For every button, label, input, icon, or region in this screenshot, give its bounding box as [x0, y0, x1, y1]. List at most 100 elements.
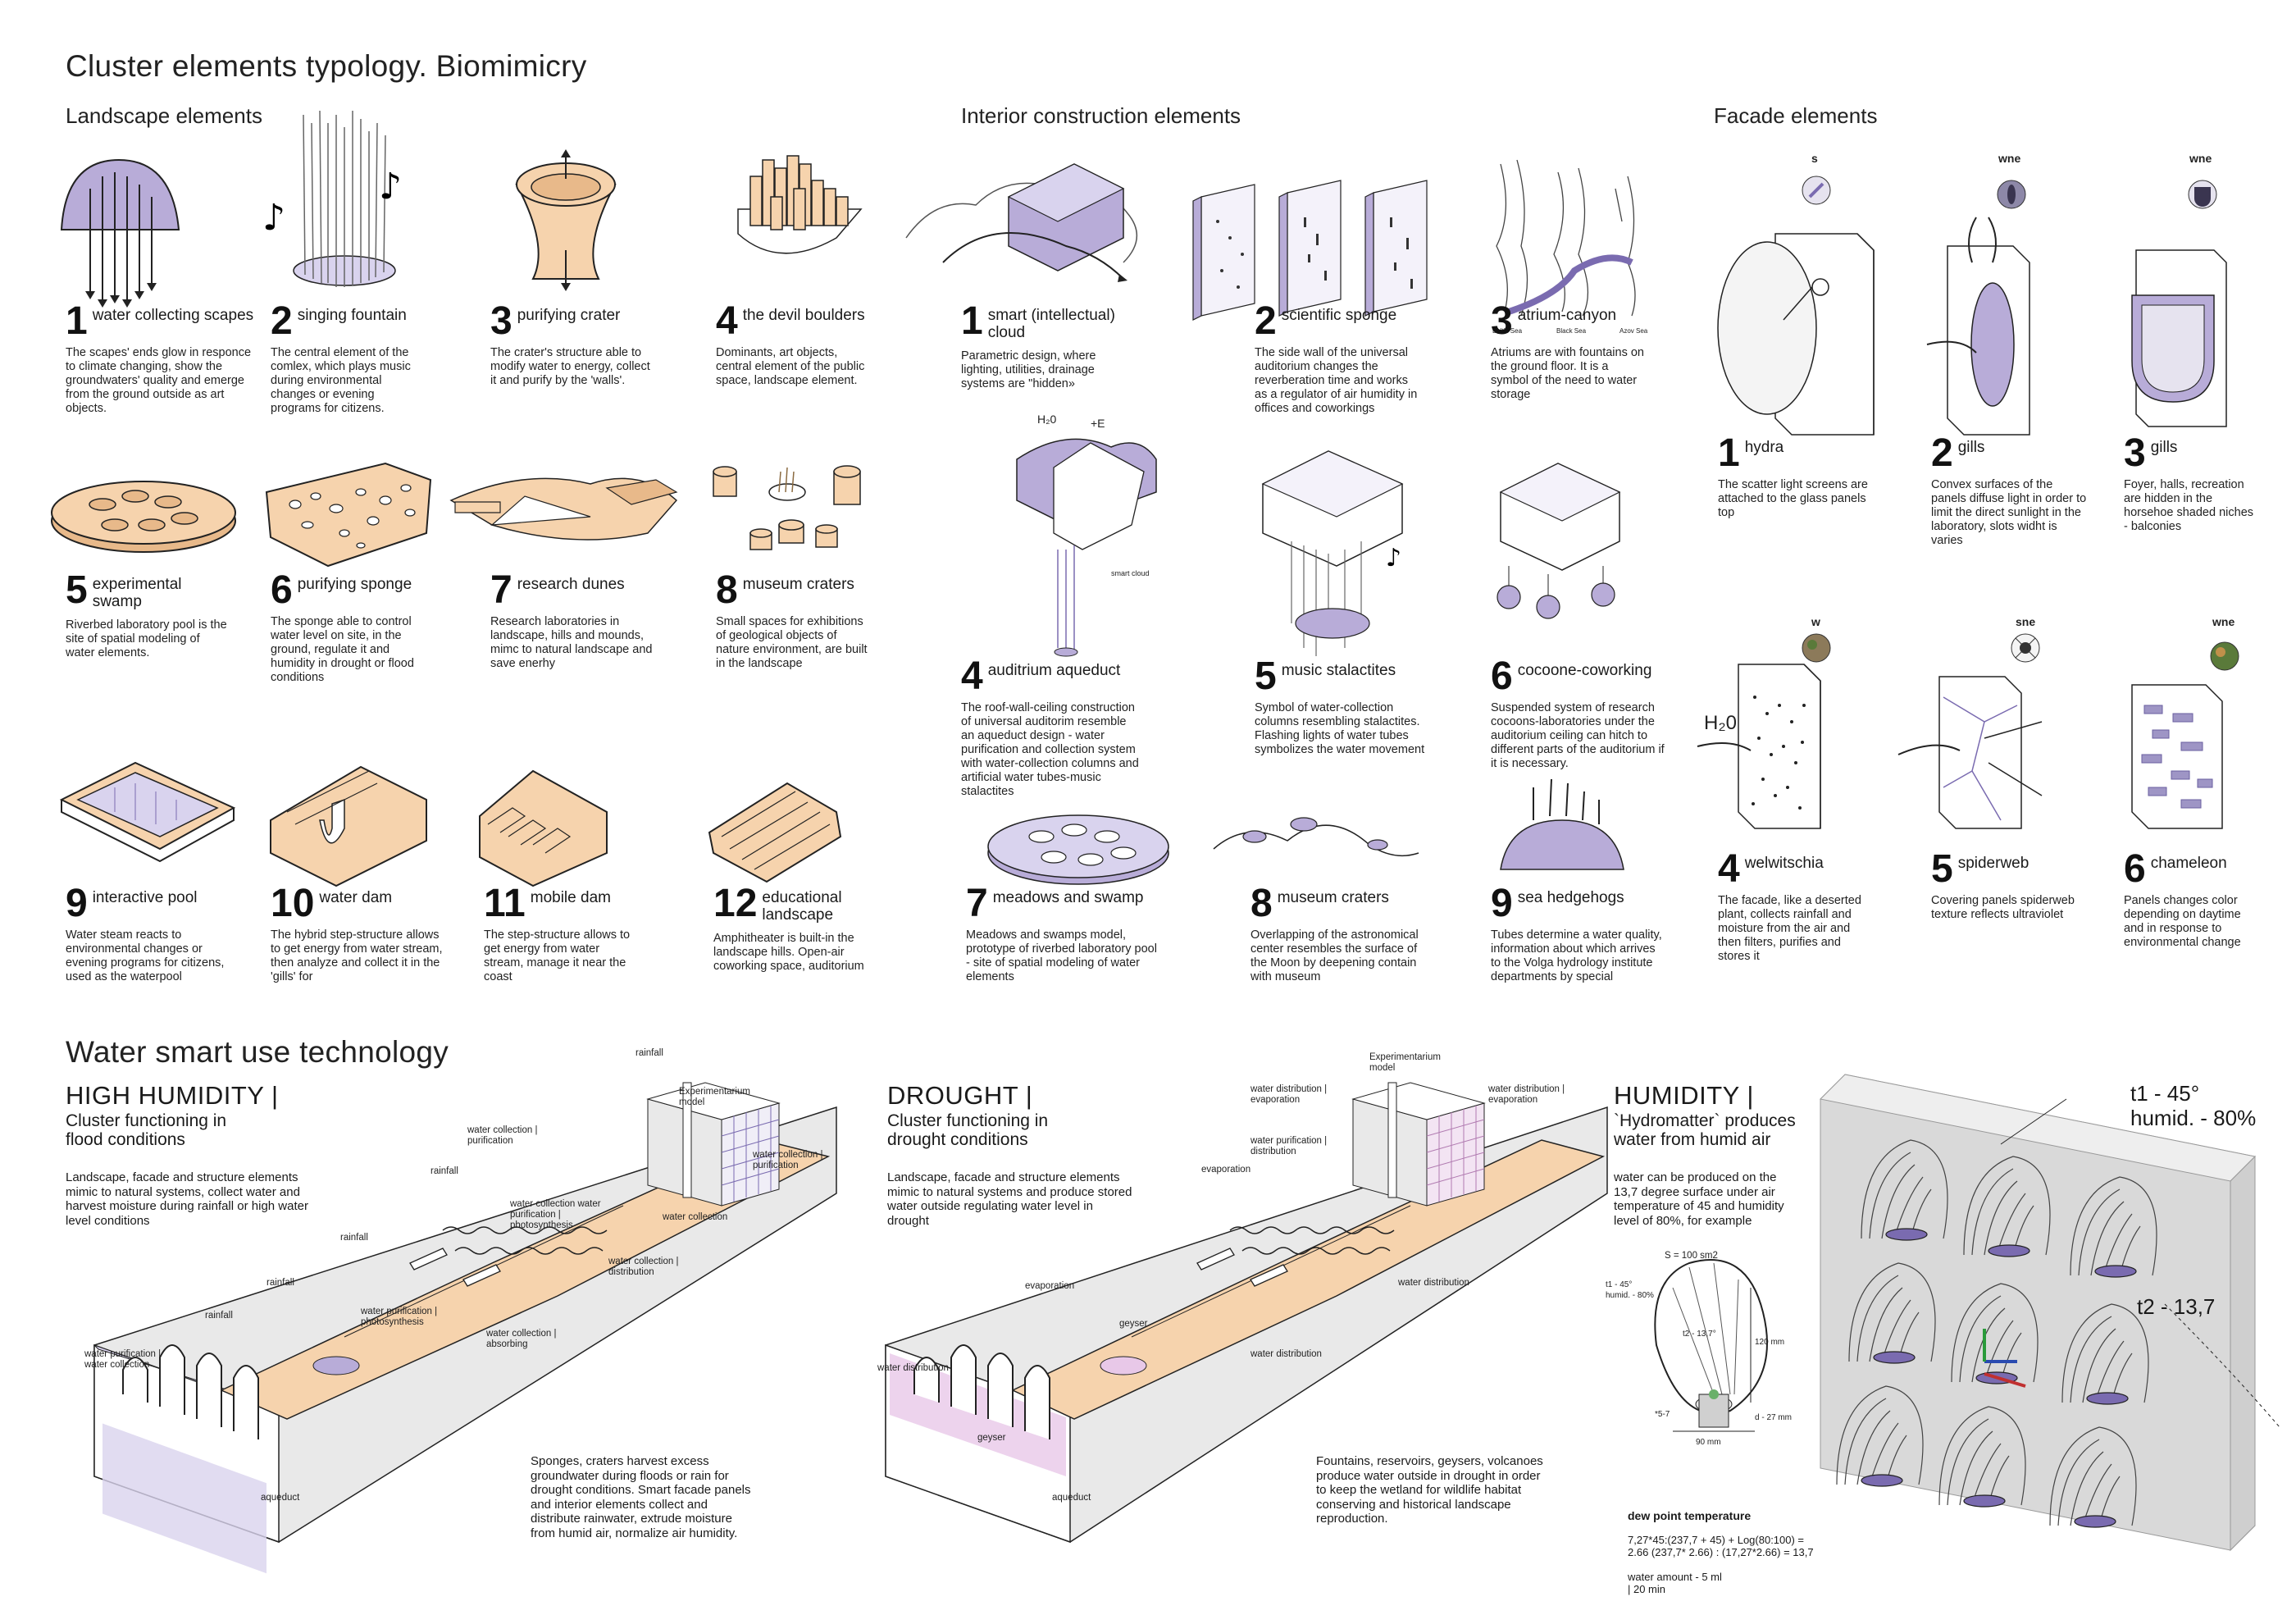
drought-subtitle: Cluster functioning in drought condition… — [887, 1111, 1049, 1149]
facade-item-3: 3 gills Foyer, halls, recreation are hid… — [2124, 434, 2255, 534]
direction-label-6: wne — [2212, 615, 2235, 628]
item-title: mobile dam — [530, 889, 611, 906]
direction-icon-1 — [1802, 176, 1831, 205]
landscape-item-7: 7 research dunes Research laboratories i… — [490, 568, 654, 671]
illus-horseshoe-niche — [2131, 249, 2227, 427]
landscape-item-8: 8 museum craters Small spaces for exhibi… — [716, 568, 872, 671]
item-title: auditrium aqueduct — [987, 662, 1121, 679]
item-title: water collecting scapes — [92, 307, 254, 324]
label-geyser-2: geyser — [977, 1433, 1006, 1443]
item-number: 2 — [1931, 431, 1953, 475]
item-number: 7 — [490, 568, 512, 612]
section-landscape-title: Landscape elements — [66, 103, 262, 128]
item-title: singing fountain — [297, 307, 407, 324]
interior-item-4: 4 auditrium aqueduct The roof-wall-ceili… — [961, 655, 1141, 799]
item-number: 6 — [2124, 847, 2146, 891]
illus-water-collecting-scapes — [60, 158, 180, 308]
item-number: 1 — [66, 299, 88, 343]
item-title: museum craters — [742, 576, 854, 593]
dew-point-formula: 7,27*45:(237,7 + 45) + Log(80:100) = 2.6… — [1628, 1534, 1814, 1558]
illus-water-dam — [270, 765, 427, 887]
label-t2-small: t2 - 13,7° — [1683, 1330, 1716, 1339]
label-wc-distribution: water collection | distribution — [608, 1257, 679, 1277]
illus-museum-craters-interior — [1213, 817, 1419, 857]
landscape-item-6: 6 purifying sponge The sponge able to co… — [271, 568, 426, 685]
direction-label-1: s — [1811, 152, 1818, 165]
illus-chameleon — [2131, 684, 2223, 829]
item-number: 5 — [1931, 847, 1953, 891]
item-title: cocoone-coworking — [1517, 662, 1652, 679]
big-label-t1: t1 - 45° — [2130, 1081, 2200, 1106]
svg-text:♪: ♪ — [262, 197, 285, 239]
drought-heading: DROUGHT | — [887, 1081, 1033, 1110]
illus-purifying-sponge — [265, 462, 432, 568]
item-title: chameleon — [2150, 855, 2227, 872]
illus-smart-cloud — [905, 163, 1138, 282]
big-label-humid: humid. - 80% — [2130, 1106, 2257, 1130]
direction-icon-6 — [2210, 641, 2239, 671]
interior-item-1: 1 smart (intellectual) cloud Parametric … — [961, 302, 1125, 391]
dew-point-title: dew point temperature — [1628, 1509, 1752, 1522]
label-rainfall-top: rainfall — [636, 1048, 663, 1058]
label-wc-absorbing: water collection | absorbing — [486, 1329, 557, 1349]
landscape-item-10: 10 water dam The hybrid step-structure a… — [271, 884, 443, 984]
label-wp-photo: water purification | photosynthesis — [361, 1307, 438, 1327]
interior-item-2: 2 scientific sponge The side wall of the… — [1255, 299, 1419, 416]
item-desc: Meadows and swamps model, prototype of r… — [966, 928, 1157, 983]
item-desc: The hybrid step-structure allows to get … — [271, 928, 443, 983]
illus-research-dunes — [449, 477, 678, 541]
item-title: gills — [1957, 439, 1985, 456]
label-t1-small: t1 - 45° humid. - 80% — [1606, 1280, 1654, 1300]
landscape-item-5: 5 experimental swamp Riverbed laboratory… — [66, 571, 230, 660]
section-interior-title: Interior construction elements — [961, 103, 1241, 128]
illus-mobile-dam — [479, 769, 608, 887]
item-desc: Dominants, art objects, central element … — [716, 346, 865, 387]
item-title: interactive pool — [92, 889, 198, 906]
item-title: the devil boulders — [742, 307, 865, 324]
label-rainfall-2: rainfall — [430, 1166, 458, 1176]
illus-gills-panels — [1926, 217, 2030, 436]
label-baltic: Baltic Sea — [1492, 327, 1523, 335]
facade-item-5: 5 spiderweb Covering panels spiderweb te… — [1931, 847, 2087, 922]
label-azov: Azov Sea — [1620, 327, 1648, 335]
label-experimentarium-drought: Experimentarium model — [1369, 1052, 1441, 1073]
item-desc: The sponge able to control water level o… — [271, 615, 414, 684]
item-title: purifying crater — [517, 307, 621, 324]
landscape-item-1: 1 water collecting scapes The scapes' en… — [66, 299, 254, 416]
item-desc: Convex surfaces of the panels diffuse li… — [1931, 478, 2087, 547]
item-number: 2 — [1255, 299, 1277, 343]
facade-item-1: 1 hydra The scatter light screens are at… — [1718, 431, 1874, 520]
label-plus-e: +E — [1091, 417, 1105, 430]
interior-item-7: 7 meadows and swamp Meadows and swamps m… — [966, 884, 1163, 984]
item-desc: Parametric design, where lighting, utili… — [961, 349, 1096, 390]
item-number: 8 — [716, 568, 738, 612]
direction-icon-5 — [2011, 633, 2040, 663]
page-title: Cluster elements typology. Biomimicry — [66, 49, 587, 83]
item-desc: Amphitheater is built-in the landscape h… — [713, 932, 864, 973]
item-number: 6 — [271, 568, 293, 612]
label-rainfall-4: rainfall — [266, 1278, 294, 1288]
illus-cocoon-coworking — [1496, 463, 1621, 619]
label-water-distribution-1: water distribution — [1398, 1278, 1469, 1288]
item-desc: Symbol of water-collection columns resem… — [1255, 701, 1425, 756]
item-number: 1 — [1718, 431, 1740, 475]
illus-meadows — [987, 814, 1169, 885]
illus-interactive-pool — [59, 761, 236, 863]
item-number: 12 — [713, 882, 758, 925]
illus-spiderweb — [1897, 676, 2043, 829]
item-title: sea hedgehogs — [1517, 889, 1624, 906]
high-humidity-footnote: Sponges, craters harvest excess groundwa… — [531, 1454, 751, 1540]
label-wde-right: water distribution | evaporation — [1488, 1084, 1565, 1105]
interior-item-9: 9 sea hedgehogs Tubes determine a water … — [1491, 884, 1663, 984]
item-title: hydra — [1744, 439, 1784, 456]
water-amount: water amount - 5 ml | 20 min — [1628, 1571, 1722, 1595]
landscape-item-12: 12 educational landscape Amphitheater is… — [713, 882, 877, 974]
item-number: 4 — [961, 655, 983, 698]
item-title: meadows and swamp — [992, 889, 1144, 906]
interior-item-5: 5 music stalactites Symbol of water-coll… — [1255, 657, 1427, 757]
landscape-item-3: 3 purifying crater The crater's structur… — [490, 302, 654, 388]
